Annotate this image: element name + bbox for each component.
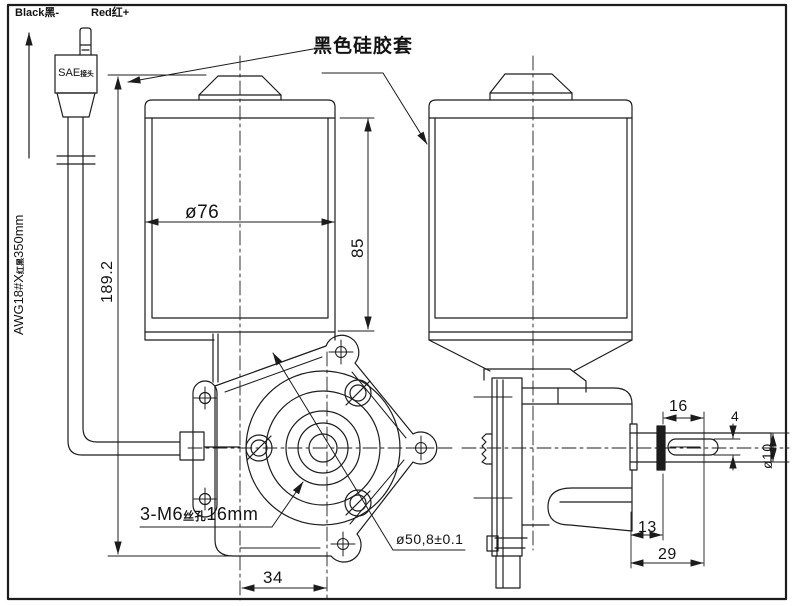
wire-spec-p1: AWG18#X: [11, 274, 26, 335]
sleeve-leader-right: [321, 72, 428, 145]
sleeve-note: 黑色硅胶套: [313, 36, 414, 57]
silicone-cap-side: [489, 73, 573, 94]
dim-label-motor-diameter: ø76: [185, 202, 220, 223]
m6-p2: 16mm: [206, 504, 259, 524]
extension-lines: [107, 74, 790, 569]
wire-terminal-block: [179, 431, 205, 461]
dim-label-axis-offset: 34: [263, 568, 283, 587]
centerlines: [187, 55, 790, 601]
cover-screws: [328, 339, 434, 557]
dim-label-shaft-base: 13: [638, 519, 657, 536]
sleeve-leader-left: [127, 48, 314, 84]
wire-spec-small: 红黑: [16, 257, 25, 275]
motor-side-view: [428, 73, 633, 372]
m6-leader: [271, 481, 304, 528]
connector-edge: [481, 433, 493, 465]
bolt-circle-leader: [272, 352, 394, 551]
keyway-slot: [667, 438, 719, 456]
dim-label-overall-height: 189.2: [99, 260, 116, 303]
wire-spec-p2: 350mm: [11, 214, 26, 258]
sae-small: 接头: [80, 71, 94, 78]
drawing-border: [6, 3, 788, 601]
wire-break-mark: [56, 155, 96, 165]
mounting-bracket: [192, 380, 218, 518]
gearbox-side-view: [473, 368, 633, 589]
dim-label-key-length: 16: [669, 398, 688, 415]
gearbox-front-view: [192, 334, 438, 563]
motor-taper: [428, 339, 633, 372]
sae-connector: [54, 27, 98, 118]
wire-pair: [25, 32, 241, 461]
dim-label-shaft-total: 29: [658, 546, 677, 563]
leader-lines: [127, 48, 466, 551]
output-shaft: [629, 423, 772, 471]
m6-holes: [245, 379, 372, 517]
dim-label-bolt-circle: ø50,8±0.1: [396, 531, 464, 547]
m6-small: 丝孔: [183, 511, 207, 523]
m6-p1: 3-M6: [140, 504, 184, 524]
sae-main: SAE: [58, 67, 81, 79]
dim-label-key-width: 4: [731, 408, 740, 424]
red-wire-label: Red红+: [91, 7, 130, 19]
dimension-lines: [114, 76, 777, 592]
wire-spec-label: AWG18#X红黑350mm: [11, 214, 26, 335]
shaft-washer: [656, 425, 666, 471]
dim-label-motor-height: 85: [348, 238, 367, 258]
sae-connector-label: SAE接头: [55, 68, 97, 79]
silicone-cap-front: [198, 75, 282, 96]
dim-label-mounting-holes: 3-M6丝孔16mm: [140, 505, 258, 523]
dim-label-shaft-diameter: ø10: [759, 443, 775, 469]
motor-front-view: [144, 75, 336, 383]
black-wire-label: Black黑-: [15, 7, 60, 19]
